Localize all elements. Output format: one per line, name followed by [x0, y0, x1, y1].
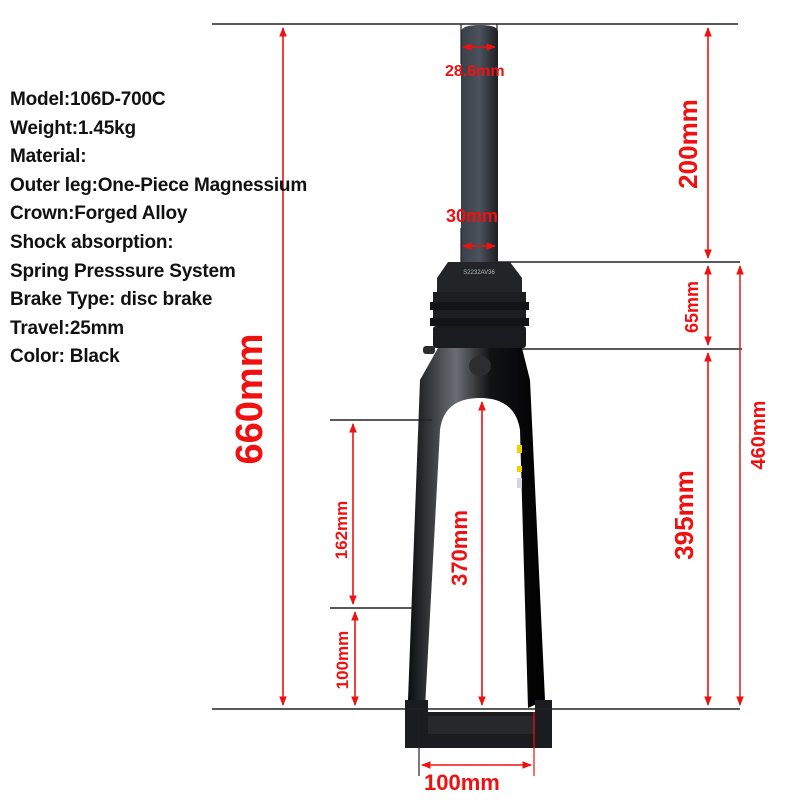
- steerer-tube: [461, 25, 498, 262]
- dim-total-length: 660mm: [229, 333, 271, 465]
- spec-material: Material:: [10, 146, 87, 168]
- dim-steerer-top-diameter: 28.6mm: [445, 63, 505, 80]
- fork-crown-and-legs: [408, 348, 545, 708]
- spec-model: Model:106D-700C: [10, 89, 166, 110]
- axle-bracket: [405, 700, 552, 748]
- spec-color: Color: Black: [10, 346, 120, 368]
- dim-axle-width: 100mm: [424, 770, 500, 795]
- dim-lower-leg-span: 100mm: [333, 630, 352, 690]
- dim-axle-to-suspension-top: 460mm: [748, 400, 770, 470]
- dim-suspension-height: 65mm: [682, 280, 702, 334]
- dim-steerer-bottom-diameter: 30mm: [446, 206, 499, 226]
- spec-shock: Shock absorption:: [10, 231, 174, 253]
- spec-crown: Crown:Forged Alloy: [10, 203, 188, 225]
- svg-text:S2232AV36: S2232AV36: [463, 270, 495, 276]
- dim-axle-to-crown: 395mm: [669, 470, 699, 560]
- spec-shock-system: Spring Presssure System: [10, 260, 236, 282]
- spec-list: Model:106D-700C Weight:1.45kg Material: …: [10, 86, 307, 372]
- dim-upper-leg-span: 162mm: [332, 500, 351, 560]
- spec-weight: Weight:1.45kg: [10, 117, 136, 139]
- spec-brake: Brake Type: disc brake: [10, 289, 213, 311]
- suspension-boot: S2232AV36: [423, 262, 529, 354]
- spec-outer-leg: Outer leg:One-Piece Magnessium: [10, 174, 308, 196]
- dim-steerer-length: 200mm: [673, 99, 703, 189]
- spec-travel: Travel:25mm: [10, 317, 124, 339]
- dim-leg-inner-height: 370mm: [447, 510, 472, 586]
